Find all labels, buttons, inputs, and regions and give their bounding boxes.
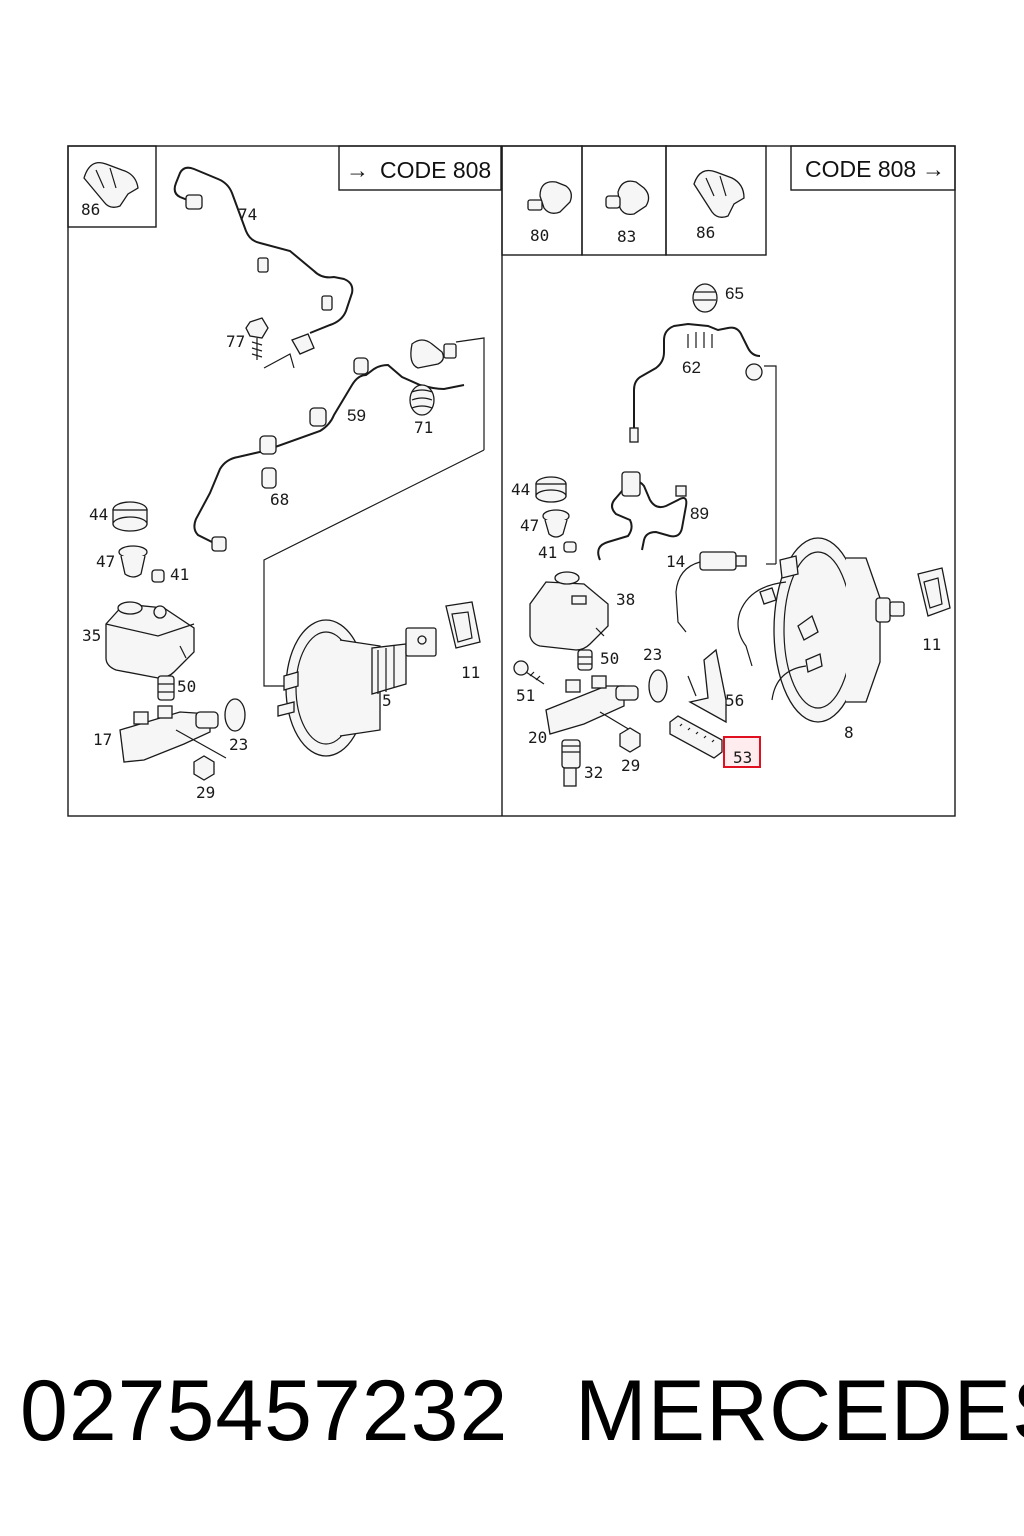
cap-44-icon	[112, 501, 148, 532]
bracket-56-icon	[687, 648, 727, 724]
code-arrow-left: →	[346, 157, 369, 183]
callout-23-right: 23	[643, 645, 662, 664]
inset-box-86-left	[67, 145, 157, 228]
right-panel: 80 83 86 CODE 808 → 65 62	[501, 145, 956, 787]
callout-77: 77	[226, 332, 245, 351]
callout-59: 59	[347, 406, 366, 425]
callout-47-right: 47	[520, 516, 539, 535]
nut-29-icon	[193, 755, 215, 781]
highlight-box-53	[723, 736, 761, 768]
parts-diagram: 86 → CODE 808 74 77 59	[67, 145, 956, 817]
o-ring-23-icon	[224, 698, 246, 732]
callout-5: 5	[382, 691, 392, 710]
hose-assembly-89	[597, 480, 688, 561]
brake-booster-5-icon	[277, 619, 437, 757]
brake-booster-8-icon	[737, 537, 905, 723]
code-808-box-right	[790, 145, 956, 191]
inset-label-83: 83	[617, 227, 636, 246]
callout-44: 44	[89, 505, 108, 524]
screw-51-icon	[513, 660, 545, 685]
callout-17: 17	[93, 730, 112, 749]
plug-41-right-icon	[563, 541, 577, 553]
callout-53: 53	[733, 748, 752, 767]
plug-41-icon	[151, 569, 165, 583]
callout-68: 68	[270, 490, 289, 509]
code-arrow-right: →	[922, 156, 945, 182]
footer: 0275457232 MERCEDES	[0, 1362, 1024, 1482]
callout-35: 35	[82, 626, 101, 645]
clip-80-icon	[527, 181, 572, 214]
inset-label-80: 80	[530, 226, 549, 245]
code-808-label-right: CODE 808	[805, 156, 916, 182]
callout-50: 50	[177, 677, 196, 696]
callout-38: 38	[616, 590, 635, 609]
callout-74: 74	[238, 205, 257, 224]
callout-41-right: 41	[538, 543, 557, 562]
callout-65: 65	[725, 284, 744, 303]
gasket-11-right-icon	[917, 567, 951, 617]
brand-name: MERCEDES	[575, 1363, 1024, 1459]
callout-29-right: 29	[621, 756, 640, 775]
master-cylinder-20-icon	[545, 675, 641, 737]
callout-56: 56	[725, 691, 744, 710]
bracket-53-icon	[669, 715, 723, 759]
callout-51: 51	[516, 686, 535, 705]
sensor-14-icon	[675, 551, 747, 633]
callout-47: 47	[96, 552, 115, 571]
gasket-11-icon	[445, 601, 481, 649]
fitting-32-icon	[561, 739, 581, 787]
callout-50-right: 50	[600, 649, 619, 668]
brake-line-59	[193, 363, 465, 546]
callout-8: 8	[844, 723, 854, 742]
grommet-50-icon	[157, 675, 175, 701]
inset-label-86-left: 86	[81, 200, 100, 219]
sleeve-68-icon	[261, 467, 277, 489]
code-808-box-left	[338, 145, 502, 191]
master-cylinder-17-icon	[119, 705, 227, 763]
brake-line-74	[173, 166, 354, 334]
callout-14: 14	[666, 552, 685, 571]
callout-23: 23	[229, 735, 248, 754]
bolt-77-icon	[245, 317, 269, 360]
o-ring-23-right-icon	[648, 669, 668, 703]
clip-86-right-icon	[693, 169, 745, 218]
code-808-label-left: CODE 808	[380, 157, 491, 183]
callout-44-right: 44	[511, 480, 530, 499]
part-number: 0275457232	[20, 1363, 509, 1459]
inset-label-86-right: 86	[696, 223, 715, 242]
callout-71: 71	[414, 418, 433, 437]
callout-89: 89	[690, 504, 709, 523]
strainer-47-icon	[118, 545, 148, 578]
grommet-71-icon	[409, 384, 435, 416]
reservoir-38-icon	[529, 571, 609, 651]
reservoir-35-icon	[105, 601, 195, 679]
clip-86-icon	[83, 161, 139, 208]
callout-32: 32	[584, 763, 603, 782]
callout-20: 20	[528, 728, 547, 747]
left-panel: 86 → CODE 808 74 77 59	[67, 145, 502, 802]
callout-11: 11	[461, 663, 480, 682]
callout-62: 62	[682, 358, 701, 377]
vacuum-line-62	[633, 322, 761, 440]
cap-44-right-icon	[535, 476, 567, 503]
grommet-65-icon	[692, 283, 718, 313]
callout-41: 41	[170, 565, 189, 584]
callout-29: 29	[196, 783, 215, 802]
grommet-50-right-icon	[577, 649, 593, 671]
nut-29-right-icon	[619, 727, 641, 753]
inset-box-86-right	[665, 145, 767, 256]
clip-83-icon	[605, 180, 650, 216]
callout-11-right: 11	[922, 635, 941, 654]
strainer-47-right-icon	[542, 509, 570, 538]
